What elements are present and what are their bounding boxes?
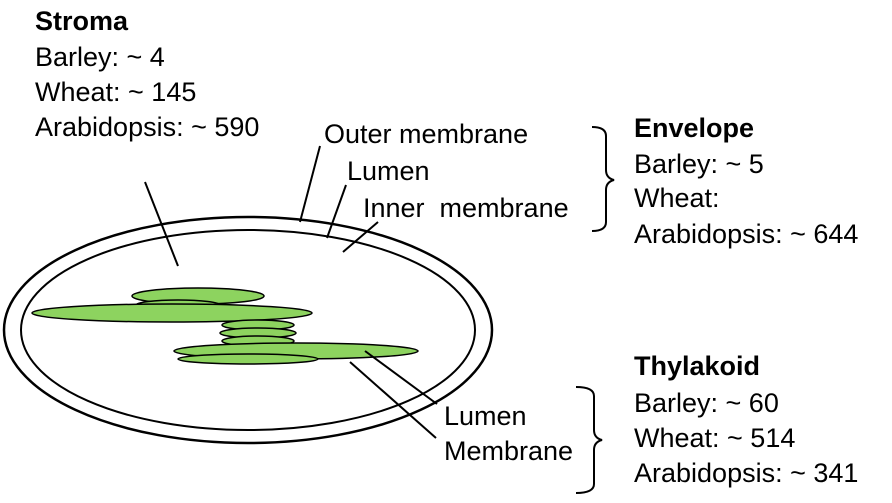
thylakoid-stacks <box>31 287 419 365</box>
thylakoid-title: Thylakoid <box>634 351 760 381</box>
thylakoid-lumen-leader-line <box>364 350 438 405</box>
thylakoid-barley: Barley: ~ 60 <box>634 388 779 418</box>
envelope-brace <box>591 126 615 232</box>
inner-membrane <box>20 229 476 431</box>
stroma-leader-line <box>144 181 179 267</box>
envelope-wheat: Wheat: <box>634 183 720 213</box>
outer-membrane-label: Outer membrane <box>324 119 528 149</box>
inner-membrane-label: Inner membrane <box>363 193 569 223</box>
envelope-arabidopsis: Arabidopsis: ~ 644 <box>634 219 858 249</box>
thylakoid-wheat: Wheat: ~ 514 <box>634 423 795 453</box>
outer-membrane <box>2 215 494 445</box>
stroma-arabidopsis: Arabidopsis: ~ 590 <box>35 112 259 142</box>
thylakoid-arabidopsis: Arabidopsis: ~ 341 <box>634 458 858 488</box>
envelope-title: Envelope <box>634 113 754 143</box>
thylakoid-disc <box>31 303 313 323</box>
outer-membrane-leader-line <box>299 145 321 223</box>
stroma-wheat: Wheat: ~ 145 <box>35 77 196 107</box>
stroma-barley: Barley: ~ 4 <box>35 42 165 72</box>
envelope-lumen-label: Lumen <box>347 156 430 186</box>
inner-membrane-leader-line <box>342 221 379 253</box>
thylakoid-membrane-leader-line <box>349 361 437 439</box>
thylakoid-lumen-label: Lumen <box>444 401 527 431</box>
envelope-barley: Barley: ~ 5 <box>634 149 764 179</box>
thylakoid-membrane-label: Membrane <box>444 436 573 466</box>
thylakoid-brace <box>575 386 603 494</box>
thylakoid-disc <box>177 353 319 365</box>
stroma-title: Stroma <box>35 6 129 36</box>
envelope-lumen-leader-line <box>326 184 347 239</box>
